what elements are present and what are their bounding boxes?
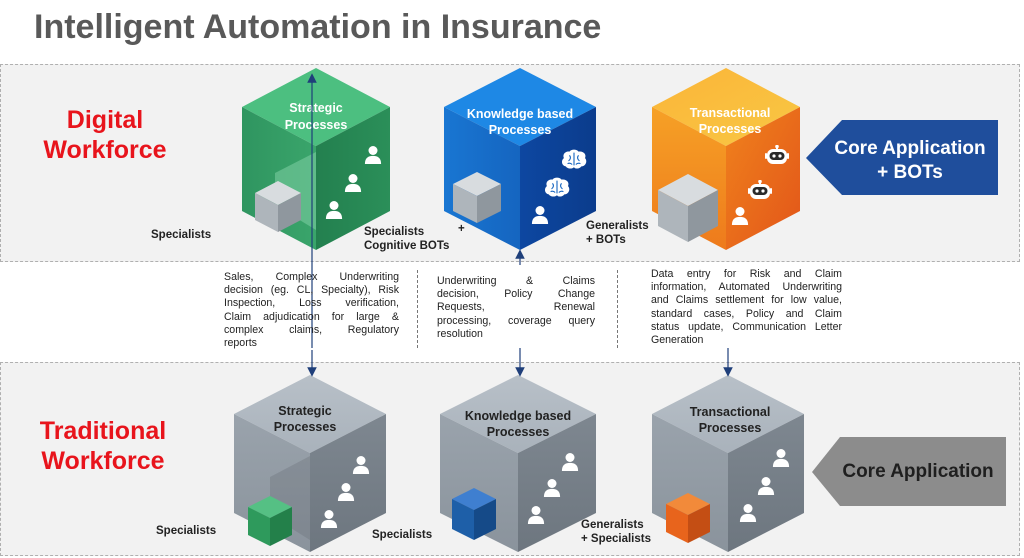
desc-line: and Claims settlement for low value, <box>651 294 842 307</box>
digital-label-line1: Digital <box>66 106 144 134</box>
digital-transactional-title2: Processes <box>699 122 762 136</box>
knowledge-description: Underwriting & Claims decision, Policy C… <box>437 275 595 341</box>
traditional-strategic-title2: Processes <box>274 420 337 434</box>
traditional-strategic-title1: Strategic <box>278 404 332 418</box>
digital-knowledge-plus: + <box>458 223 465 235</box>
digital-strategic-right-label1: Specialists <box>364 226 425 238</box>
digital-strategic-right-label2: Cognitive BOTs <box>364 240 450 252</box>
desc-line: information, Automated Underwriting <box>651 281 842 294</box>
digital-knowledge-title2: Processes <box>489 123 552 137</box>
desc-line: Underwriting & Claims <box>437 275 595 287</box>
desc-line: processing, coverage query <box>437 314 595 327</box>
callout-traditional-text: Core Application <box>842 461 993 482</box>
digital-knowledge-title1: Knowledge based <box>467 107 573 121</box>
traditional-workforce-label: Traditional Workforce <box>28 416 178 476</box>
digital-strategic-left-label: Specialists <box>151 229 212 241</box>
traditional-knowledge-right-label2: + Specialists <box>581 533 651 545</box>
callout-line1: Core Application <box>834 138 985 159</box>
strategic-description: Sales, Complex Underwriting decision (eg… <box>224 271 399 350</box>
traditional-transactional-cube: Transactional Processes <box>652 375 804 552</box>
desc-line: Inspection, Loss verification, <box>224 297 399 310</box>
traditional-knowledge-cube: Knowledge based Processes <box>440 375 596 552</box>
digital-knowledge-right-label2: + BOTs <box>586 234 626 246</box>
digital-strategic-title1: Strategic <box>289 101 343 115</box>
traditional-strategic-cube: Strategic Processes <box>234 375 386 552</box>
desc-line: Sales, Complex Underwriting <box>224 271 399 283</box>
separator <box>617 270 618 348</box>
digital-knowledge-right-label: Generalists + BOTs <box>586 219 649 247</box>
traditional-strategic-right-label: Specialists <box>372 529 433 541</box>
digital-knowledge-cube: Knowledge based Processes <box>444 68 596 250</box>
traditional-knowledge-title2: Processes <box>487 425 550 439</box>
traditional-label-line2: Workforce <box>41 447 165 475</box>
page-title: Intelligent Automation in Insurance <box>34 8 602 46</box>
connector-arrows <box>307 73 733 377</box>
core-application-bots-callout: Core Application + BOTs <box>806 120 998 195</box>
core-application-callout: Core Application <box>812 437 1006 506</box>
desc-line: Generation <box>651 334 704 347</box>
desc-line: complex claims, Regulatory <box>224 323 399 336</box>
desc-line: resolution <box>437 327 483 340</box>
desc-line: decision, Policy Change <box>437 288 595 301</box>
transactional-description: Data entry for Risk and Claim informatio… <box>651 268 842 347</box>
traditional-label-line1: Traditional <box>39 417 167 445</box>
desc-line: standard cases, Policy and Claim <box>651 307 842 320</box>
digital-strategic-right-label: Specialists Cognitive BOTs <box>364 225 449 253</box>
desc-line: Claim adjudication for large & <box>224 310 399 323</box>
desc-line: Data entry for Risk and Claim <box>651 268 842 280</box>
desc-line: reports <box>224 337 257 350</box>
digital-transactional-cube: Transactional Processes <box>652 68 800 250</box>
desc-line: decision (eg. CL, Specialty), Risk <box>224 284 399 297</box>
traditional-strategic-left-label: Specialists <box>156 525 217 537</box>
digital-knowledge-right-label1: Generalists <box>586 220 649 232</box>
digital-workforce-label: Digital Workforce <box>40 105 170 165</box>
separator <box>417 270 418 348</box>
desc-line: Requests, Renewal <box>437 301 595 314</box>
traditional-transactional-title1: Transactional <box>690 405 771 419</box>
traditional-knowledge-right-label1: Generalists <box>581 519 644 531</box>
digital-strategic-title2: Processes <box>285 118 348 132</box>
brain-icon <box>561 149 587 170</box>
digital-transactional-title1: Transactional <box>690 106 771 120</box>
traditional-knowledge-right-label: Generalists + Specialists <box>581 518 651 546</box>
traditional-transactional-title2: Processes <box>699 421 762 435</box>
digital-label-line2: Workforce <box>43 136 167 164</box>
brain-icon <box>544 177 570 198</box>
desc-line: status update, Communication Letter <box>651 320 842 333</box>
traditional-knowledge-title1: Knowledge based <box>465 409 571 423</box>
digital-strategic-cube: Strategic Processes <box>242 68 390 250</box>
callout-line2: + BOTs <box>877 162 943 183</box>
